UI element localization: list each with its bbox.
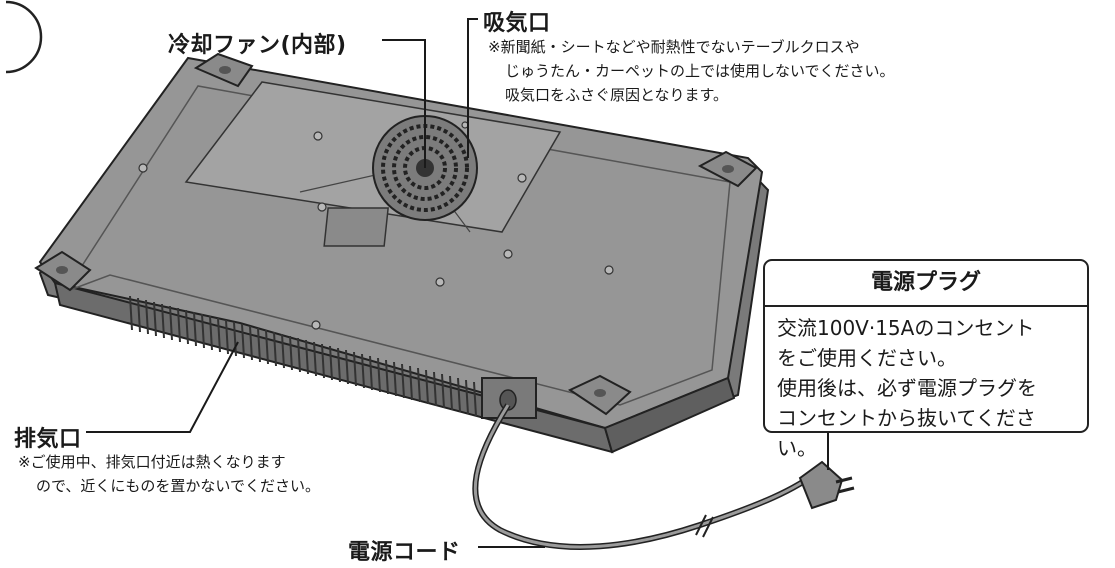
intake-note-line-1: ※新聞紙・シートなどや耐熱性でないテーブルクロスや bbox=[488, 38, 860, 56]
plug-line-2: をご使用ください。 bbox=[777, 346, 957, 370]
intake-note-line-3: 吸気口をふさぐ原因となります。 bbox=[505, 86, 729, 104]
inner-rim bbox=[68, 85, 731, 406]
exhaust-note-line-1: ※ご使用中、排気口付近は熱くなります bbox=[18, 453, 286, 471]
center-square bbox=[323, 207, 389, 247]
plug-line-1: 交流100V·15Aのコンセント bbox=[777, 316, 1035, 340]
right-wall bbox=[603, 376, 736, 454]
exhaust-note-line-2: ので、近くにものを置かないでください。 bbox=[36, 477, 320, 495]
section-marker-circle bbox=[5, 0, 43, 74]
power-cord-label: 電源コード bbox=[348, 540, 461, 565]
power-plug-body: 交流100V·15Aのコンセント をご使用ください。 使用後は、必ず電源プラグを… bbox=[765, 307, 1087, 469]
intake-note-line-2: じゅうたん・カーペットの上では使用しないでください。 bbox=[505, 62, 895, 80]
intake-label: 吸気口 bbox=[483, 11, 551, 36]
plug-line-4: コンセントから抜いてください。 bbox=[777, 406, 1036, 460]
plug-line-3: 使用後は、必ず電源プラグを bbox=[777, 376, 1037, 400]
exhaust-vents bbox=[129, 295, 477, 417]
power-plug-icon bbox=[798, 460, 855, 510]
exhaust-label: 排気口 bbox=[14, 427, 82, 452]
cooling-fan-label: 冷却ファン(内部) bbox=[168, 33, 347, 58]
power-plug-callout: 電源プラグ 交流100V·15Aのコンセント をご使用ください。 使用後は、必ず… bbox=[763, 259, 1089, 460]
power-plug-title: 電源プラグ bbox=[765, 261, 1087, 307]
leader-lines bbox=[86, 18, 829, 548]
